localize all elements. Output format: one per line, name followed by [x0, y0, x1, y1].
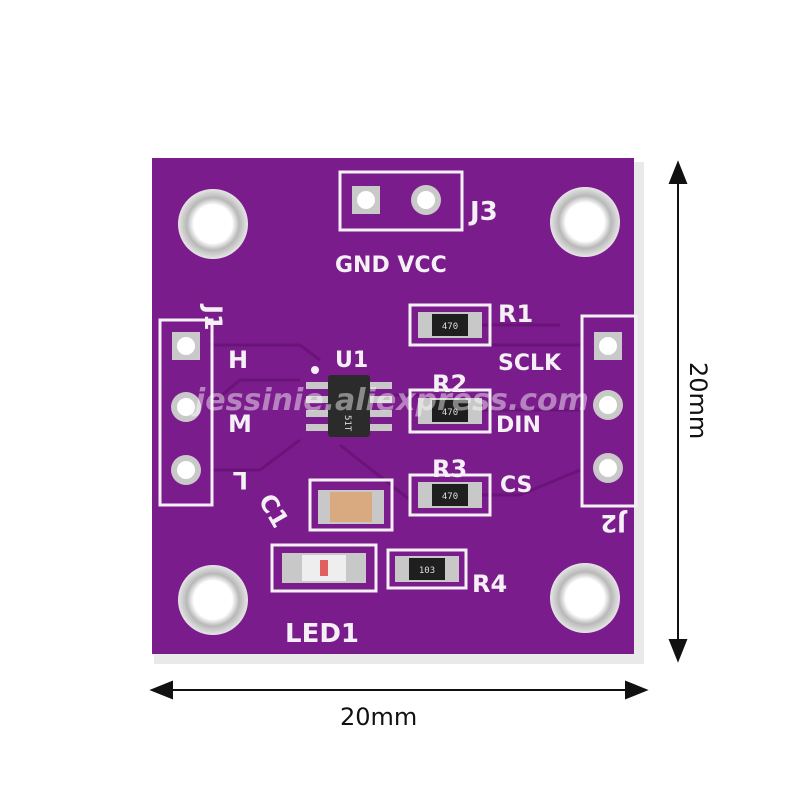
led1 — [270, 543, 378, 593]
label-j1: J1 — [199, 303, 227, 331]
chip-marking: 51T — [342, 415, 352, 432]
label-m: M — [228, 410, 252, 438]
label-gnd-vcc: GND VCC — [335, 253, 447, 278]
label-r4: R4 — [472, 570, 507, 598]
label-j2: J2 — [600, 509, 628, 537]
label-h: H — [228, 346, 248, 374]
height-label: 20mm — [684, 362, 712, 439]
label-r1: R1 — [498, 300, 533, 328]
label-r3: R3 — [432, 455, 467, 483]
svg-text:470: 470 — [442, 492, 458, 502]
svg-text:470: 470 — [442, 408, 458, 418]
u1-chip — [328, 375, 370, 437]
label-j3: J3 — [468, 197, 498, 227]
label-r2: R2 — [432, 370, 467, 398]
resistor-r1: 470 — [408, 303, 492, 347]
label-sclk: SCLK — [498, 351, 562, 376]
capacitor-c1 — [308, 478, 394, 532]
label-din: DIN — [496, 413, 541, 438]
watermark: jessinie.aliexpress.com — [191, 383, 589, 418]
label-l: L — [233, 466, 248, 494]
resistor-r3: 470 — [408, 473, 492, 517]
resistor-r2: 470 — [408, 388, 492, 434]
dimension-arrows — [149, 160, 688, 700]
svg-text:103: 103 — [419, 566, 435, 576]
label-u1: U1 — [335, 348, 368, 373]
width-label: 20mm — [340, 703, 417, 731]
label-led1: LED1 — [285, 619, 359, 649]
mounting-holes — [178, 187, 620, 635]
label-cs: CS — [500, 473, 532, 498]
resistor-r4: 103 — [386, 548, 468, 590]
svg-text:470: 470 — [442, 322, 458, 332]
